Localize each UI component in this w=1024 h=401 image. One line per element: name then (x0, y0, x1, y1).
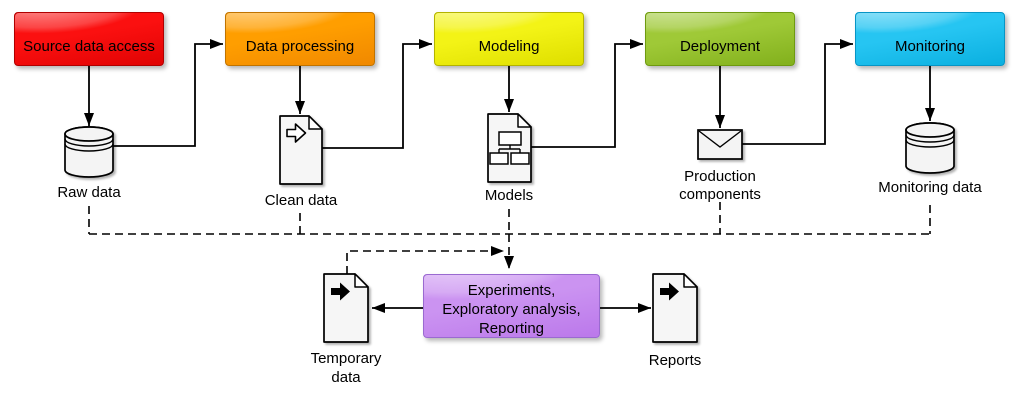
dashed-arrow-temporarydata-to-hub (346, 246, 504, 274)
document-arrow-icon (652, 273, 698, 343)
artifact-label-production-components: Production components (679, 168, 761, 203)
artifact-label-raw-data: Raw data (57, 184, 121, 201)
stage-box-data-processing: Data processing (225, 12, 375, 66)
stage-box-monitoring: Monitoring (855, 12, 1005, 66)
stage-label: Modeling (478, 37, 540, 55)
stage-box-modeling: Modeling (434, 12, 584, 66)
stage-label: Deployment (679, 37, 761, 55)
envelope-icon (697, 129, 743, 160)
document-export-icon (279, 115, 323, 185)
document-hierarchy-icon (487, 113, 532, 183)
stage-label: Monitoring (894, 37, 966, 55)
database-icon (64, 126, 114, 178)
artifact-label-clean-data: Clean data (264, 192, 338, 209)
stage-box-deployment: Deployment (645, 12, 795, 66)
stage-label: Data processing (245, 37, 355, 55)
output-label-reports: Reports (648, 352, 702, 369)
artifact-label-models: Models (484, 187, 534, 204)
hub-box-experiments: Experiments, Exploratory analysis, Repor… (423, 274, 600, 338)
hub-line: Experiments, (467, 281, 556, 299)
output-label-temporary-data: Temporary data (310, 350, 382, 386)
connector-models-to-deployment (531, 39, 643, 148)
connector-cleandata-to-modeling (322, 39, 432, 149)
artifact-label-monitoring-data: Monitoring data (878, 179, 982, 196)
connector-rawdata-to-processing (113, 39, 223, 147)
stage-box-source-data-access: Source data access (14, 12, 164, 66)
document-arrow-icon (323, 273, 369, 343)
stage-label: Source data access (23, 37, 155, 55)
connector-production-to-monitoring (742, 39, 853, 145)
hub-line: Exploratory analysis, (442, 300, 581, 318)
database-icon (905, 122, 955, 174)
hub-line: Reporting (478, 319, 545, 337)
